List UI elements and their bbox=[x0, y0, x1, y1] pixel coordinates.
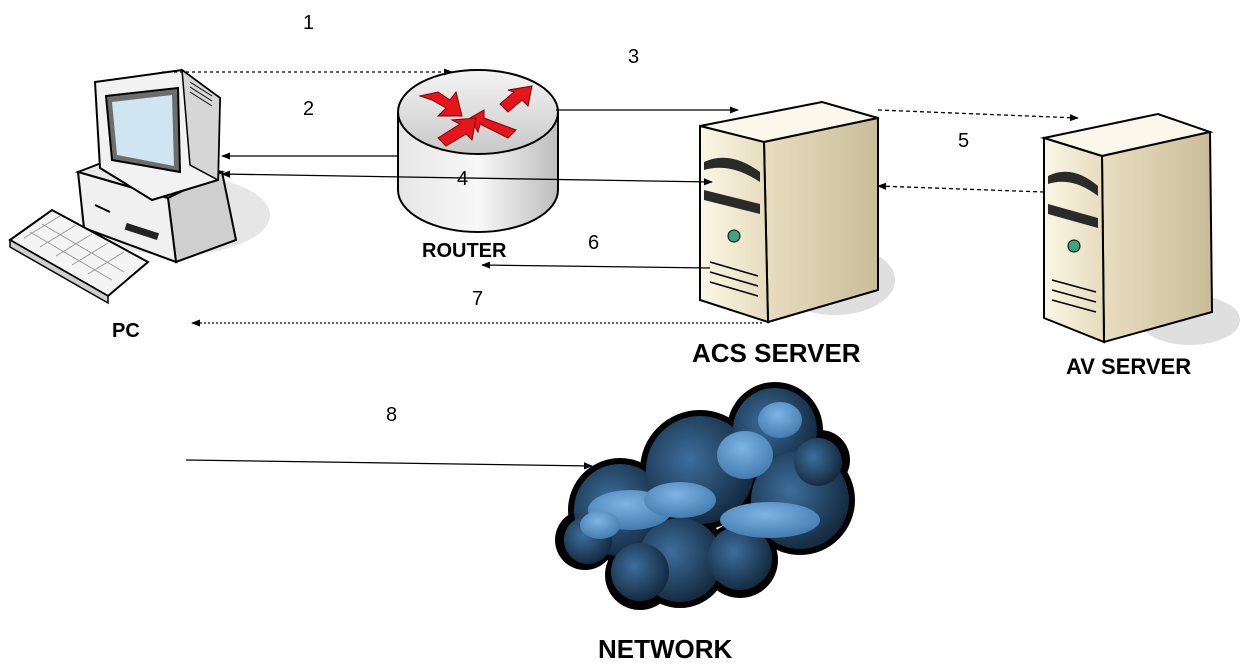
router-label: ROUTER bbox=[422, 240, 507, 262]
step-label-4: 4 bbox=[457, 168, 469, 190]
step-label-3: 3 bbox=[628, 46, 640, 68]
cloud-icon[interactable] bbox=[555, 382, 855, 610]
arrow-step-5b bbox=[877, 182, 1045, 193]
step-label-6: 6 bbox=[588, 232, 600, 254]
acs-server-label: ACS SERVER bbox=[692, 338, 861, 368]
step-label-1: 1 bbox=[303, 12, 315, 34]
server-icon[interactable] bbox=[1040, 112, 1240, 345]
connector-arrows bbox=[162, 68, 1079, 470]
step-label-5: 5 bbox=[958, 130, 970, 152]
step-label-7: 7 bbox=[472, 288, 484, 310]
network-label: NETWORK bbox=[598, 634, 733, 664]
step-label-2: 2 bbox=[303, 98, 315, 120]
arrow-step-8 bbox=[185, 459, 593, 470]
av-server-label: AV SERVER bbox=[1066, 354, 1192, 379]
router-icon[interactable] bbox=[397, 69, 559, 233]
arrow-step-6 bbox=[481, 261, 711, 269]
pc-icon[interactable] bbox=[8, 68, 270, 305]
pc-label: PC bbox=[112, 320, 140, 342]
server-icon[interactable] bbox=[699, 100, 895, 324]
step-label-8: 8 bbox=[386, 404, 398, 426]
arrow-step-4 bbox=[221, 170, 713, 186]
arrow-step-5a bbox=[877, 109, 1079, 122]
